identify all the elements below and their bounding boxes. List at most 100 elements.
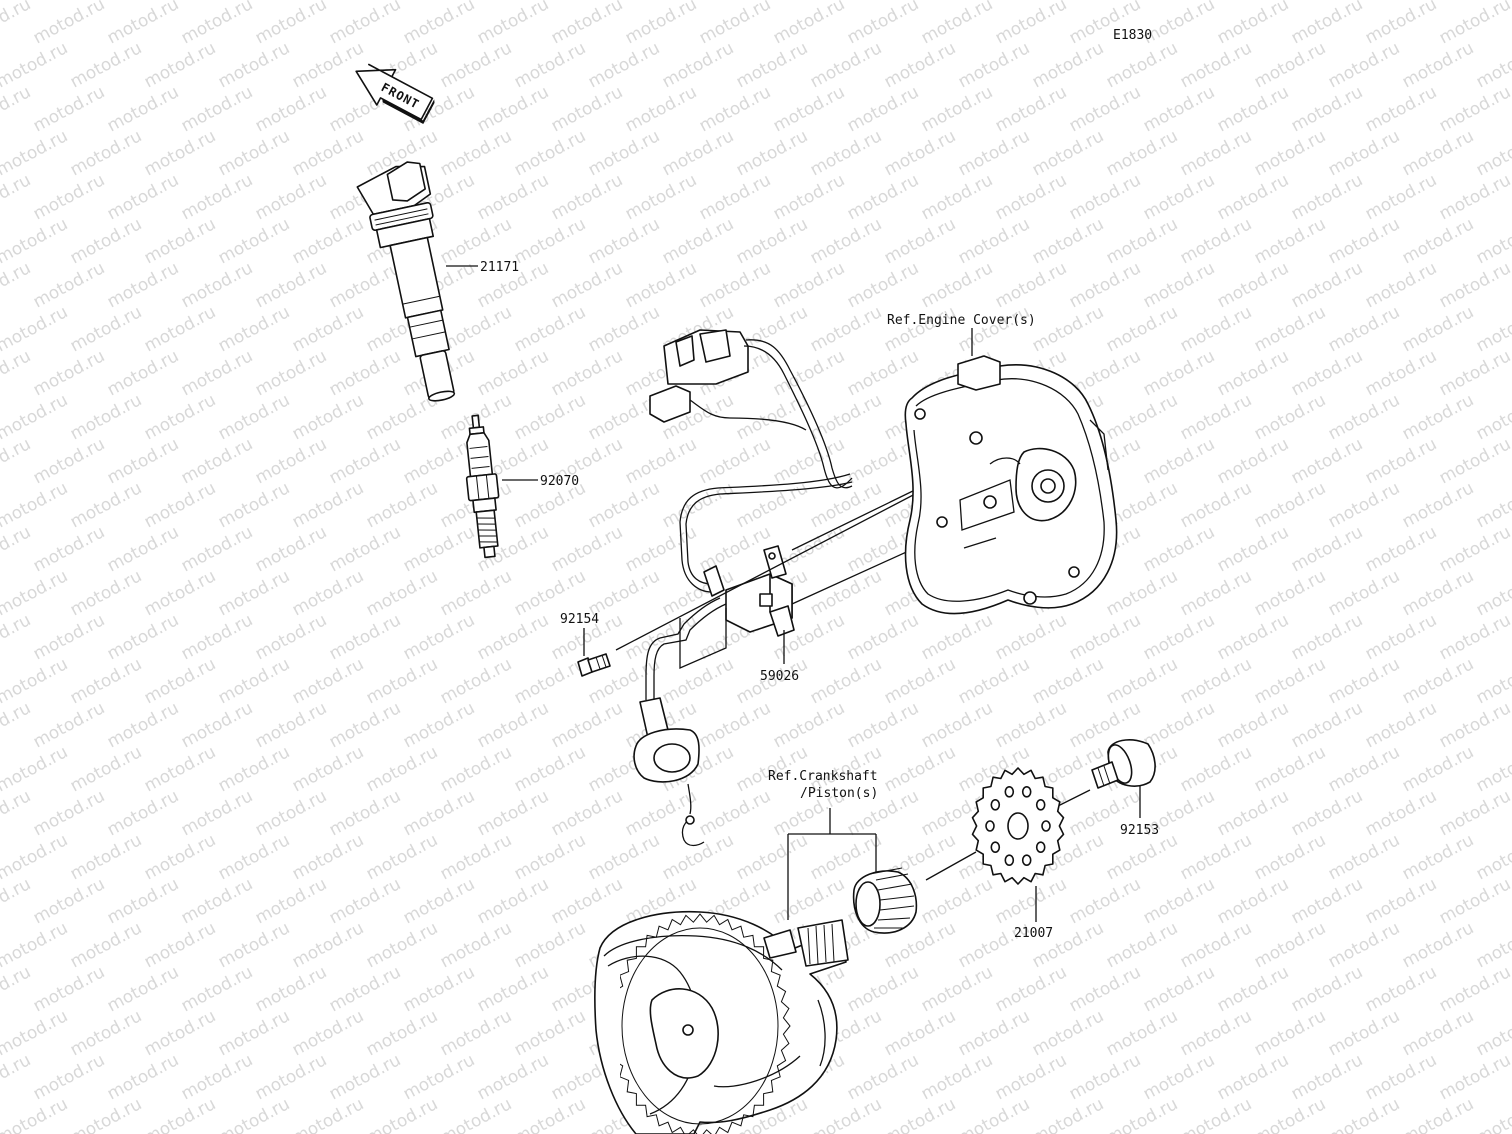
watermark-text: motod.ru xyxy=(1399,1094,1477,1134)
watermark-text: motod.ru xyxy=(178,610,256,664)
watermark-text: motod.ru xyxy=(141,302,219,356)
watermark-text: motod.ru xyxy=(881,38,959,92)
watermark-text: motod.ru xyxy=(696,82,774,136)
watermark-text: motod.ru xyxy=(1399,830,1477,884)
watermark-text: motod.ru xyxy=(1399,38,1477,92)
watermark-text: motod.ru xyxy=(659,654,737,708)
watermark-text: motod.ru xyxy=(622,258,700,312)
watermark-text: motod.ru xyxy=(289,38,367,92)
watermark-text: motod.ru xyxy=(400,786,478,840)
watermark-text: motod.ru xyxy=(1029,38,1107,92)
watermark-text: motod.ru xyxy=(1103,1006,1181,1060)
watermark-text: motod.ru xyxy=(0,390,71,444)
watermark-text: motod.ru xyxy=(1362,258,1440,312)
watermark-text: motod.ru xyxy=(955,1094,1033,1134)
watermark-text: motod.ru xyxy=(1325,478,1403,532)
watermark-text: motod.ru xyxy=(1029,1094,1107,1134)
watermark-text: motod.ru xyxy=(1399,654,1477,708)
watermark-text: motod.ru xyxy=(1029,126,1107,180)
watermark-text: motod.ru xyxy=(918,1050,996,1104)
watermark-text: motod.ru xyxy=(807,302,885,356)
watermark-text: motod.ru xyxy=(437,1006,515,1060)
watermark-text: motod.ru xyxy=(215,1094,293,1134)
watermark-text: motod.ru xyxy=(1029,214,1107,268)
watermark-text: motod.ru xyxy=(1140,346,1218,400)
watermark-text: motod.ru xyxy=(844,258,922,312)
watermark-text: motod.ru xyxy=(1103,566,1181,620)
watermark-text: motod.ru xyxy=(1140,874,1218,928)
watermark-text: motod.ru xyxy=(1473,566,1512,620)
watermark-text: motod.ru xyxy=(178,82,256,136)
watermark-text: motod.ru xyxy=(178,962,256,1016)
watermark-text: motod.ru xyxy=(585,126,663,180)
watermark-text: motod.ru xyxy=(141,38,219,92)
watermark-text: motod.ru xyxy=(1288,1050,1366,1104)
watermark-text: motod.ru xyxy=(0,830,71,884)
watermark-text: motod.ru xyxy=(1214,434,1292,488)
watermark-text: motod.ru xyxy=(992,82,1070,136)
watermark-text: motod.ru xyxy=(141,654,219,708)
crankshaft xyxy=(594,910,849,1134)
part-number-92154: 92154 xyxy=(560,612,599,627)
watermark-text: motod.ru xyxy=(400,698,478,752)
watermark-text: motod.ru xyxy=(0,742,71,796)
watermark-text: motod.ru xyxy=(104,1050,182,1104)
watermark-text: motod.ru xyxy=(1362,698,1440,752)
watermark-text: motod.ru xyxy=(67,742,145,796)
watermark-text: motod.ru xyxy=(215,830,293,884)
watermark-text: motod.ru xyxy=(918,258,996,312)
watermark-text: motod.ru xyxy=(548,522,626,576)
watermark-text: motod.ru xyxy=(1177,1006,1255,1060)
watermark-text: motod.ru xyxy=(289,478,367,532)
watermark-text: motod.ru xyxy=(252,962,330,1016)
watermark-text: motod.ru xyxy=(548,786,626,840)
watermark-text: motod.ru xyxy=(437,566,515,620)
watermark-text: motod.ru xyxy=(104,522,182,576)
watermark-text: motod.ru xyxy=(1436,610,1512,664)
watermark-text: motod.ru xyxy=(992,0,1070,48)
watermark-text: motod.ru xyxy=(1251,1094,1329,1134)
watermark-text: motod.ru xyxy=(1399,918,1477,972)
watermark-text: motod.ru xyxy=(844,698,922,752)
watermark-text: motod.ru xyxy=(104,170,182,224)
watermark-text: motod.ru xyxy=(0,38,71,92)
watermark-text: motod.ru xyxy=(1288,522,1366,576)
watermark-text: motod.ru xyxy=(548,346,626,400)
watermark-text: motod.ru xyxy=(326,698,404,752)
watermark-text: motod.ru xyxy=(881,214,959,268)
watermark-text: motod.ru xyxy=(1288,962,1366,1016)
watermark-text: motod.ru xyxy=(1103,214,1181,268)
watermark-text: motod.ru xyxy=(1066,962,1144,1016)
watermark-text: motod.ru xyxy=(67,1006,145,1060)
watermark-text: motod.ru xyxy=(474,874,552,928)
watermark-text: motod.ru xyxy=(215,214,293,268)
watermark-text: motod.ru xyxy=(437,38,515,92)
watermark-text: motod.ru xyxy=(1066,258,1144,312)
watermark-text: motod.ru xyxy=(585,214,663,268)
watermark-text: motod.ru xyxy=(104,258,182,312)
watermark-text: motod.ru xyxy=(807,390,885,444)
watermark-text: motod.ru xyxy=(511,126,589,180)
watermark-text: motod.ru xyxy=(1251,478,1329,532)
watermark-text: motod.ru xyxy=(1325,302,1403,356)
watermark-text: motod.ru xyxy=(881,742,959,796)
watermark-text: motod.ru xyxy=(659,214,737,268)
watermark-text: motod.ru xyxy=(1140,434,1218,488)
watermark-text: motod.ru xyxy=(474,82,552,136)
watermark-text: motod.ru xyxy=(1436,698,1512,752)
watermark-text: motod.ru xyxy=(1251,830,1329,884)
watermark-text: motod.ru xyxy=(1362,434,1440,488)
watermark-text: motod.ru xyxy=(437,126,515,180)
watermark-text: motod.ru xyxy=(1362,0,1440,48)
part-number-21171: 21171 xyxy=(480,260,519,275)
watermark-text: motod.ru xyxy=(622,82,700,136)
watermark-text: motod.ru xyxy=(215,918,293,972)
watermark-text: motod.ru xyxy=(622,170,700,224)
watermark-text: motod.ru xyxy=(622,786,700,840)
watermark-text: motod.ru xyxy=(1140,698,1218,752)
watermark-text: motod.ru xyxy=(30,0,108,48)
watermark-text: motod.ru xyxy=(1436,0,1512,48)
watermark-text: motod.ru xyxy=(1214,82,1292,136)
watermark-text: motod.ru xyxy=(215,742,293,796)
